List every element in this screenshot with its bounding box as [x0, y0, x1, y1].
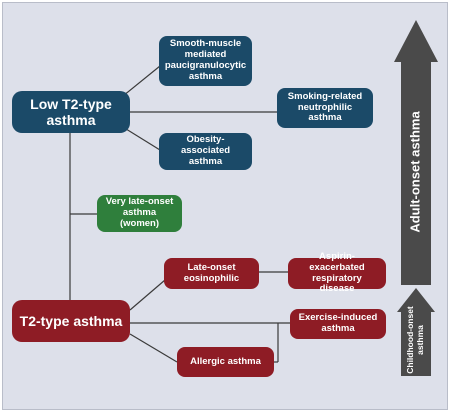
allergic-asthma-node: Allergic asthma: [177, 347, 274, 377]
childhood-onset-label: Childhood-onset asthma: [405, 306, 425, 374]
low-t2-asthma-node: Low T2-type asthma: [12, 91, 130, 133]
branch-allergic: [129, 333, 178, 363]
late-onset-eosinophilic-node: Late-onset eosinophilic: [164, 258, 259, 289]
adult-onset-label: Adult-onset asthma: [407, 111, 423, 233]
branch-late-eos: [129, 279, 166, 311]
obesity-associated-node: Obesity-associated asthma: [159, 133, 252, 170]
adult-onset-arrow: [394, 20, 438, 285]
t2-asthma-node: T2-type asthma: [12, 300, 130, 342]
exercise-induced-node: Exercise-induced asthma: [290, 309, 386, 339]
aspirin-exacerbated-node: Aspirin-exacerbated respiratory disease: [288, 251, 386, 294]
smoking-related-node: Smoking-related neutrophilic asthma: [277, 88, 373, 128]
childhood-onset-arrow: [397, 288, 435, 376]
smooth-muscle-node: Smooth-muscle mediated paucigranulocytic…: [159, 36, 252, 86]
very-late-onset-node: Very late-onset asthma (women): [97, 195, 182, 232]
